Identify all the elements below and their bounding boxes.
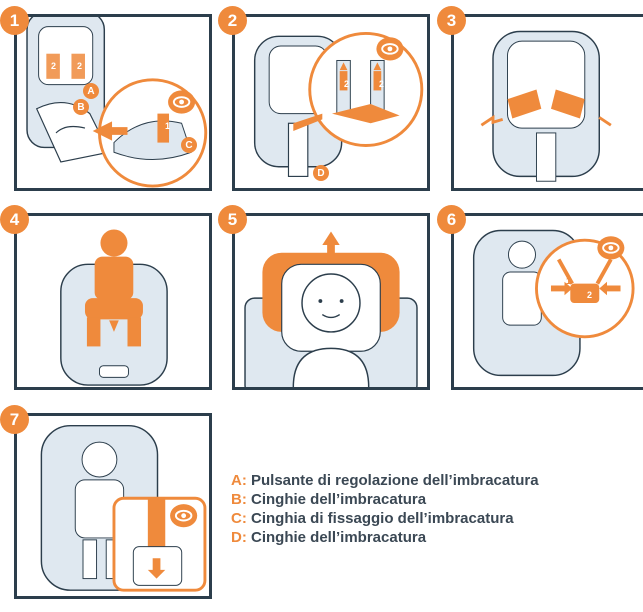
tag-d: D [313, 165, 329, 181]
legend-text: Cinghie dell’imbracatura [247, 491, 426, 508]
seat-illustration [17, 17, 209, 188]
tag-1: 1 [165, 121, 170, 131]
child-illustration [17, 216, 209, 387]
step-number-5: 5 [218, 205, 247, 234]
panel-step-7 [14, 413, 212, 599]
seat-illustration [454, 17, 643, 188]
legend-key: B: [231, 491, 247, 508]
legend-key: C: [231, 510, 247, 527]
tag-2b: 2 [77, 61, 82, 71]
tag-a: A [83, 83, 99, 99]
legend-item-a: A: Pulsante di regolazione dell’imbracat… [231, 471, 539, 490]
step-number-1: 1 [0, 6, 29, 35]
panel-step-2: D 1 2 2 [232, 14, 430, 191]
step-number-2: 2 [218, 6, 247, 35]
tag-1: 1 [566, 276, 571, 286]
legend-text: Pulsante di regolazione dell’imbracatura [247, 472, 539, 489]
panel-step-4 [14, 213, 212, 390]
legend-key: A: [231, 472, 247, 489]
tag-c: C [181, 137, 197, 153]
tag-2b: 2 [379, 79, 384, 89]
seat-illustration [454, 216, 643, 387]
child-illustration [235, 216, 427, 387]
legend-item-b: B: Cinghie dell’imbracatura [231, 490, 539, 509]
tag-2: 2 [587, 290, 592, 300]
step-number-7: 7 [0, 405, 29, 434]
tag-2a: 2 [344, 79, 349, 89]
arrow-icon [322, 231, 339, 254]
step-number-4: 4 [0, 205, 29, 234]
step-number-3: 3 [437, 6, 466, 35]
legend: A: Pulsante di regolazione dell’imbracat… [231, 471, 539, 547]
legend-item-d: D: Cinghie dell’imbracatura [231, 528, 539, 547]
tag-b: B [73, 99, 89, 115]
tag-2a: 2 [51, 61, 56, 71]
panel-step-5 [232, 213, 430, 390]
legend-key: D: [231, 529, 247, 546]
step-number-6: 6 [437, 205, 466, 234]
legend-text: Cinghia di fissaggio dell’imbracatura [247, 510, 514, 527]
panel-step-3 [451, 14, 643, 191]
legend-text: Cinghie dell’imbracatura [247, 529, 426, 546]
legend-item-c: C: Cinghia di fissaggio dell’imbracatura [231, 509, 539, 528]
seat-illustration [235, 17, 427, 188]
tag-1: 1 [359, 87, 364, 97]
panel-step-1: A B C 1 2 2 [14, 14, 212, 191]
child-illustration [17, 416, 209, 596]
panel-step-6: 1 2 [451, 213, 643, 390]
